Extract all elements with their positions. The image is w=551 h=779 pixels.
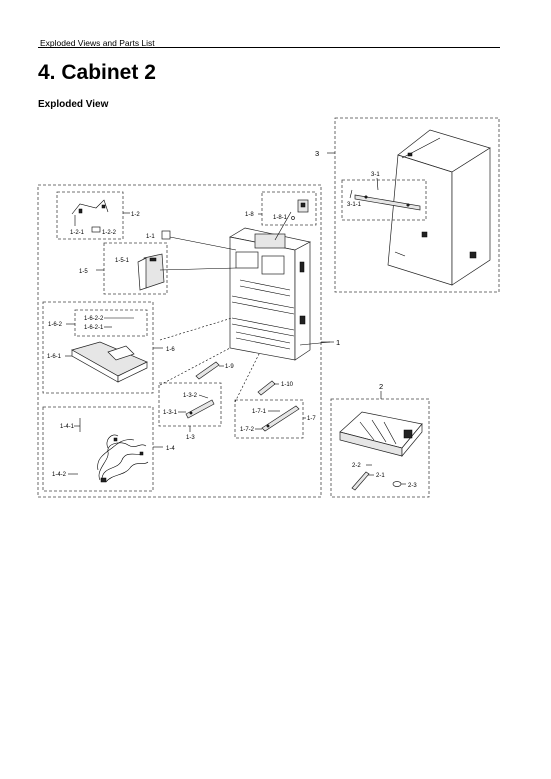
clip-part: [91, 226, 101, 233]
header-rule: [38, 47, 500, 48]
callout-1-7-1: 1-7-1: [252, 409, 267, 415]
callout-1-8-1: 1-8-1: [273, 215, 288, 221]
duct-part-1-5: [137, 253, 165, 291]
callout-1-8: 1-8: [245, 212, 254, 218]
callout-1-6-2-1: 1-6-2-1: [84, 325, 104, 331]
callout-1: 1: [336, 338, 340, 347]
callout-3: 3: [315, 149, 319, 158]
callout-1-6-2: 1-6-2: [48, 322, 63, 328]
bracket-part-1-7: [261, 405, 300, 432]
rail-part-1-10: [257, 380, 276, 396]
bracket-part-1-3: [185, 399, 215, 419]
callout-1-7: 1-7: [307, 416, 316, 422]
callout-1-5: 1-5: [79, 269, 88, 275]
callout-1-2-1: 1-2-1: [70, 230, 85, 236]
callout-1-5-1: 1-5-1: [115, 258, 130, 264]
case-panel: [387, 129, 491, 286]
callout-1-6: 1-6: [166, 347, 175, 353]
callout-1-2: 1-2: [131, 212, 140, 218]
wire-harness-part-1-4: [97, 434, 149, 483]
callout-1-1: 1-1: [146, 234, 155, 240]
callout-2-3: 2-3: [408, 483, 417, 489]
cabinet-case-group: 3 3-1 3-1-1: [315, 117, 500, 293]
drawer-part-2: [339, 411, 423, 457]
cabinet-liner: [229, 227, 312, 361]
callout-1-4-1: 1-4-1: [60, 424, 75, 430]
callout-1-3: 1-3: [186, 435, 195, 441]
shelf-part-1-6: [71, 341, 148, 383]
section-header: Exploded Views and Parts List: [40, 38, 155, 48]
callout-1-7-2: 1-7-2: [240, 427, 255, 433]
callout-2-2: 2-2: [352, 463, 361, 469]
case-rail-part: [354, 194, 421, 211]
callout-1-9: 1-9: [225, 364, 234, 370]
callout-1-4-2: 1-4-2: [52, 472, 67, 478]
rail-part-2-1: [351, 471, 370, 491]
callout-3-1-1: 3-1-1: [347, 202, 362, 208]
sensor-part-1-8: [291, 199, 309, 220]
page-title: 4. Cabinet 2: [38, 61, 156, 84]
callout-1-10: 1-10: [281, 382, 294, 388]
cap-part-2-3: [392, 481, 402, 487]
callout-1-6-1: 1-6-1: [47, 354, 62, 360]
cabinet-assembly-group: 1 1-2 1-2-1 1-2-2 1-1 1-5 1-5-1 1-8: [37, 184, 340, 498]
bracket-part-1-2: [71, 199, 109, 226]
callout-1-2-2: 1-2-2: [102, 230, 117, 236]
callout-1-6-2-2: 1-6-2-2: [84, 316, 104, 322]
callout-1-4: 1-4: [166, 446, 175, 452]
callout-2: 2: [379, 382, 383, 391]
callout-1-3-1: 1-3-1: [163, 410, 178, 416]
rail-part-1-9: [195, 361, 220, 380]
callout-2-1: 2-1: [376, 473, 385, 479]
drawer-assembly-group: 2 2-2 2-1 2-3: [330, 382, 430, 498]
callout-3-1: 3-1: [371, 172, 380, 178]
cover-part-1-1: [161, 230, 171, 240]
callout-1-3-2: 1-3-2: [183, 393, 198, 399]
exploded-view-heading: Exploded View: [38, 99, 109, 110]
